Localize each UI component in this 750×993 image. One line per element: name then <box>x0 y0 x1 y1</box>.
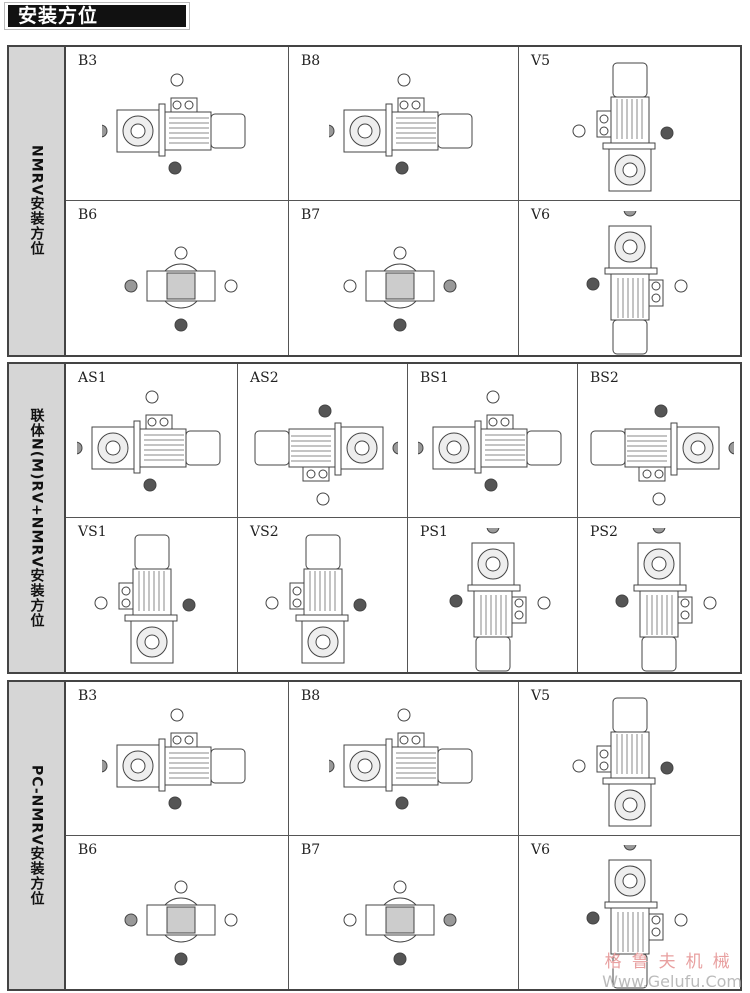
mounting-position-ps1: PS1 <box>408 518 578 672</box>
gear-motor-drawing <box>586 844 687 989</box>
watermark-en: Www.Gelufu.Com <box>602 972 742 991</box>
position-label: V6 <box>531 841 551 858</box>
position-label: B7 <box>301 207 321 223</box>
mounting-position-b8: B8 <box>289 682 519 836</box>
mounting-position-v6: V6 <box>519 201 740 355</box>
section-label: NMRV安装方位 <box>9 47 66 355</box>
combined-nmrv-section: 联体N(M)RV+NMRV安装方位 AS1 AS2 BS1 BS2 VS1 VS… <box>7 362 742 674</box>
section-label: 联体N(M)RV+NMRV安装方位 <box>9 364 66 672</box>
position-label: V5 <box>531 688 551 704</box>
mounting-position-v5: V5 <box>519 47 740 201</box>
watermark: 格鲁夫机械 Www.Gelufu.Com <box>602 947 742 991</box>
watermark-cn: 格鲁夫机械 <box>604 952 740 972</box>
gear-motor-drawing <box>124 246 238 332</box>
position-label: V5 <box>531 53 551 69</box>
gear-motor-drawing <box>615 527 717 672</box>
mounting-position-v5: V5 <box>519 682 740 836</box>
gear-motor-drawing <box>94 534 195 664</box>
pc-nmrv-section: PC-NMRV安装方位 B3 B8 V5 B6 B7 V6 <box>7 680 742 991</box>
position-label: B7 <box>301 841 321 858</box>
gear-motor-drawing <box>76 390 220 492</box>
position-label: B6 <box>78 841 98 858</box>
nmrv-section: NMRV安装方位 B3 B8 V5 B6 B7 V6 <box>7 45 742 357</box>
mounting-position-as2: AS2 <box>238 364 408 518</box>
position-label: B3 <box>78 53 98 69</box>
header-title: 安装方位 >>>>> <box>8 5 186 50</box>
gear-motor-drawing <box>102 708 246 810</box>
position-label: AS2 <box>250 370 279 386</box>
position-label: V6 <box>531 207 551 223</box>
section-label: PC-NMRV安装方位 <box>9 682 66 989</box>
position-label: B8 <box>301 688 321 704</box>
position-label: PS2 <box>590 524 618 540</box>
gear-motor-drawing <box>328 708 472 810</box>
position-label: VS2 <box>250 524 279 540</box>
mounting-position-b3: B3 <box>66 47 289 201</box>
gear-motor-drawing <box>124 880 238 966</box>
gear-motor-drawing <box>586 210 687 355</box>
mounting-position-b6: B6 <box>66 835 289 989</box>
gear-motor-drawing <box>343 880 456 966</box>
section-label-text: 联体N(M)RV+NMRV安装方位 <box>28 407 45 629</box>
mounting-position-b8: B8 <box>289 47 519 201</box>
position-label: B6 <box>78 207 98 223</box>
position-label: PS1 <box>420 524 448 540</box>
gear-motor-drawing <box>590 404 734 506</box>
mounting-position-b6: B6 <box>66 201 289 355</box>
position-label: AS1 <box>78 370 107 386</box>
gear-motor-drawing <box>417 390 561 492</box>
mounting-position-b7: B7 <box>289 201 519 355</box>
position-label: B8 <box>301 53 321 69</box>
mounting-position-v6: V6 <box>519 836 740 990</box>
gear-motor-drawing <box>343 246 456 332</box>
section-header: 安装方位 >>>>> <box>4 2 190 50</box>
section-label-text: NMRV安装方位 <box>28 145 45 257</box>
mounting-position-vs1: VS1 <box>66 518 238 672</box>
position-label: BS2 <box>590 370 619 386</box>
position-label: VS1 <box>78 524 107 540</box>
section-label-text: PC-NMRV安装方位 <box>28 765 45 906</box>
mounting-position-ps2: PS2 <box>578 518 740 672</box>
mounting-position-bs2: BS2 <box>578 364 740 518</box>
position-label: B3 <box>78 688 98 704</box>
mounting-position-b3: B3 <box>66 682 289 836</box>
gear-motor-drawing <box>328 73 472 175</box>
gear-motor-drawing <box>254 404 398 506</box>
gear-motor-drawing <box>572 62 673 192</box>
mounting-position-b7: B7 <box>289 835 519 989</box>
gear-motor-drawing <box>572 697 673 827</box>
gear-motor-drawing <box>449 527 550 672</box>
position-label: BS1 <box>420 370 449 386</box>
mounting-position-bs1: BS1 <box>408 364 578 518</box>
mounting-position-as1: AS1 <box>66 364 238 518</box>
mounting-position-vs2: VS2 <box>238 518 408 672</box>
gear-motor-drawing <box>265 534 366 664</box>
gear-motor-drawing <box>102 73 246 175</box>
